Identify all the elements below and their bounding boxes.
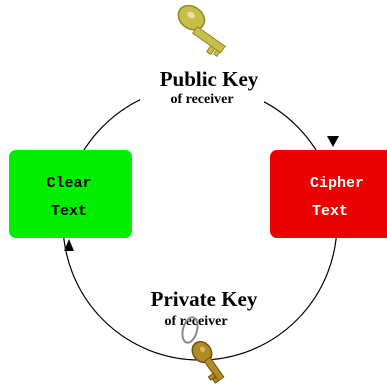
cipher-text-line1: Cipher	[310, 175, 364, 192]
public-key-icon	[177, 4, 226, 57]
clear-text-line1: Clear	[46, 175, 91, 192]
arrowhead-to-cipher	[327, 136, 339, 147]
public-key-title: Public Key	[160, 67, 259, 91]
clear-text-line2: Text	[51, 203, 87, 220]
private-key-label-bg	[132, 287, 272, 331]
clear-text-box	[9, 150, 132, 238]
cipher-text-line2: Text	[312, 203, 348, 220]
private-key-title: Private Key	[151, 287, 258, 311]
public-key-subtitle: of receiver	[170, 92, 233, 107]
cipher-text-box	[270, 150, 387, 238]
arrowhead-to-clear	[64, 239, 74, 251]
private-key-icon	[181, 316, 225, 384]
public-key-label-bg	[140, 66, 264, 110]
